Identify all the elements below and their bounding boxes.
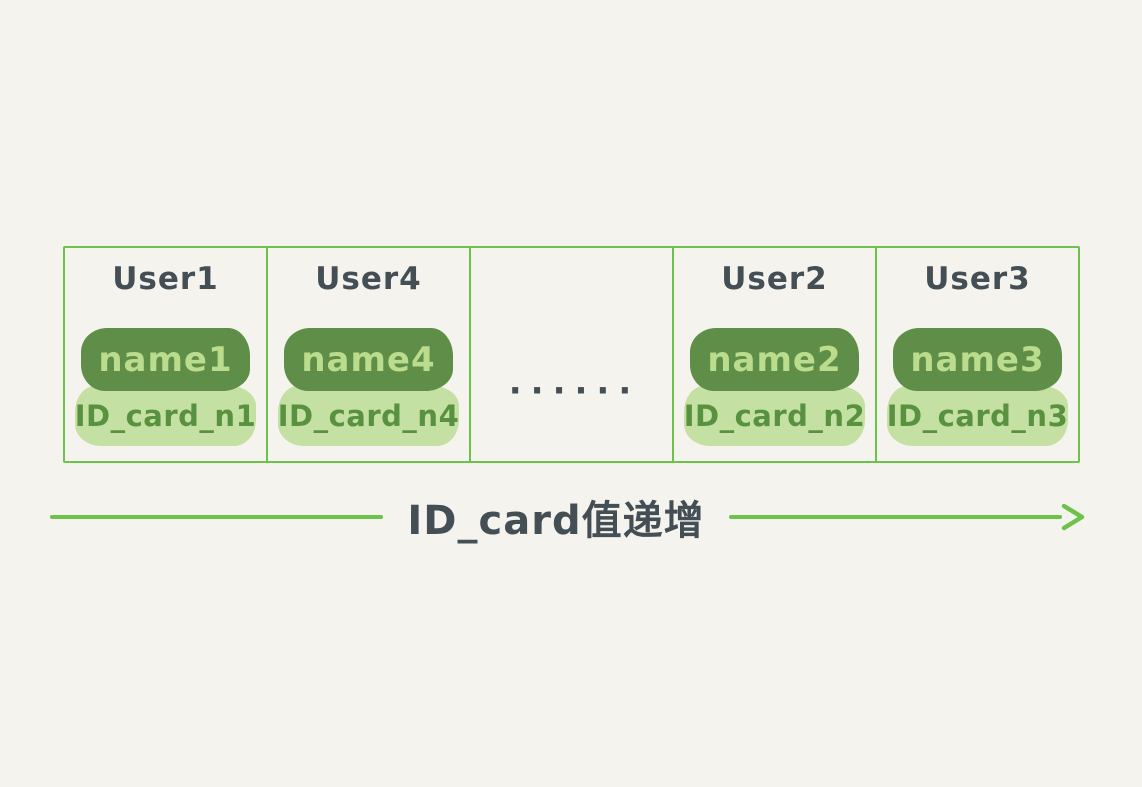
id-card-label: ID_card_n1 <box>74 399 257 433</box>
ellipsis-cell: ······ <box>471 248 674 461</box>
name-pill: name3 <box>893 328 1062 391</box>
arrow-line-left <box>50 515 384 519</box>
name-pill: name2 <box>690 328 859 391</box>
user-cell-1: User1 name1 ID_card_n1 <box>65 248 268 461</box>
arrow-label: ID_card值递增 <box>407 498 705 544</box>
user-title: User1 <box>112 261 219 297</box>
name-label: name4 <box>301 339 436 380</box>
name-pill: name1 <box>81 328 250 391</box>
user-cell-3: User3 name3 ID_card_n3 <box>877 248 1078 461</box>
id-card-pill: ID_card_n3 <box>886 386 1069 446</box>
user-cell-4: User4 name4 ID_card_n4 <box>268 248 471 461</box>
id-card-pill: ID_card_n1 <box>74 386 257 446</box>
id-card-label: ID_card_n4 <box>277 399 460 433</box>
id-card-label: ID_card_n3 <box>886 399 1069 433</box>
field-pills: name1 ID_card_n1 <box>72 328 259 446</box>
name-label: name2 <box>707 339 842 380</box>
arrow-line-right <box>728 515 1062 519</box>
user-title: User3 <box>924 261 1031 297</box>
field-pills: name2 ID_card_n2 <box>681 328 868 446</box>
field-pills: name4 ID_card_n4 <box>275 328 462 446</box>
user-record-grid: User1 name1 ID_card_n1 User4 name4 ID_ca… <box>63 246 1080 463</box>
arrow-head-icon <box>1061 503 1085 531</box>
name-label: name3 <box>910 339 1045 380</box>
id-card-pill: ID_card_n4 <box>277 386 460 446</box>
user-cell-2: User2 name2 ID_card_n2 <box>674 248 877 461</box>
field-pills: name3 ID_card_n3 <box>884 328 1071 446</box>
id-card-increasing-arrow: ID_card值递增 <box>50 489 1090 545</box>
name-label: name1 <box>98 339 233 380</box>
name-pill: name4 <box>284 328 453 391</box>
user-title: User4 <box>315 261 422 297</box>
id-card-pill: ID_card_n2 <box>683 386 866 446</box>
user-title: User2 <box>721 261 828 297</box>
ellipsis-dots: ······ <box>508 371 641 411</box>
id-card-label: ID_card_n2 <box>683 399 866 433</box>
